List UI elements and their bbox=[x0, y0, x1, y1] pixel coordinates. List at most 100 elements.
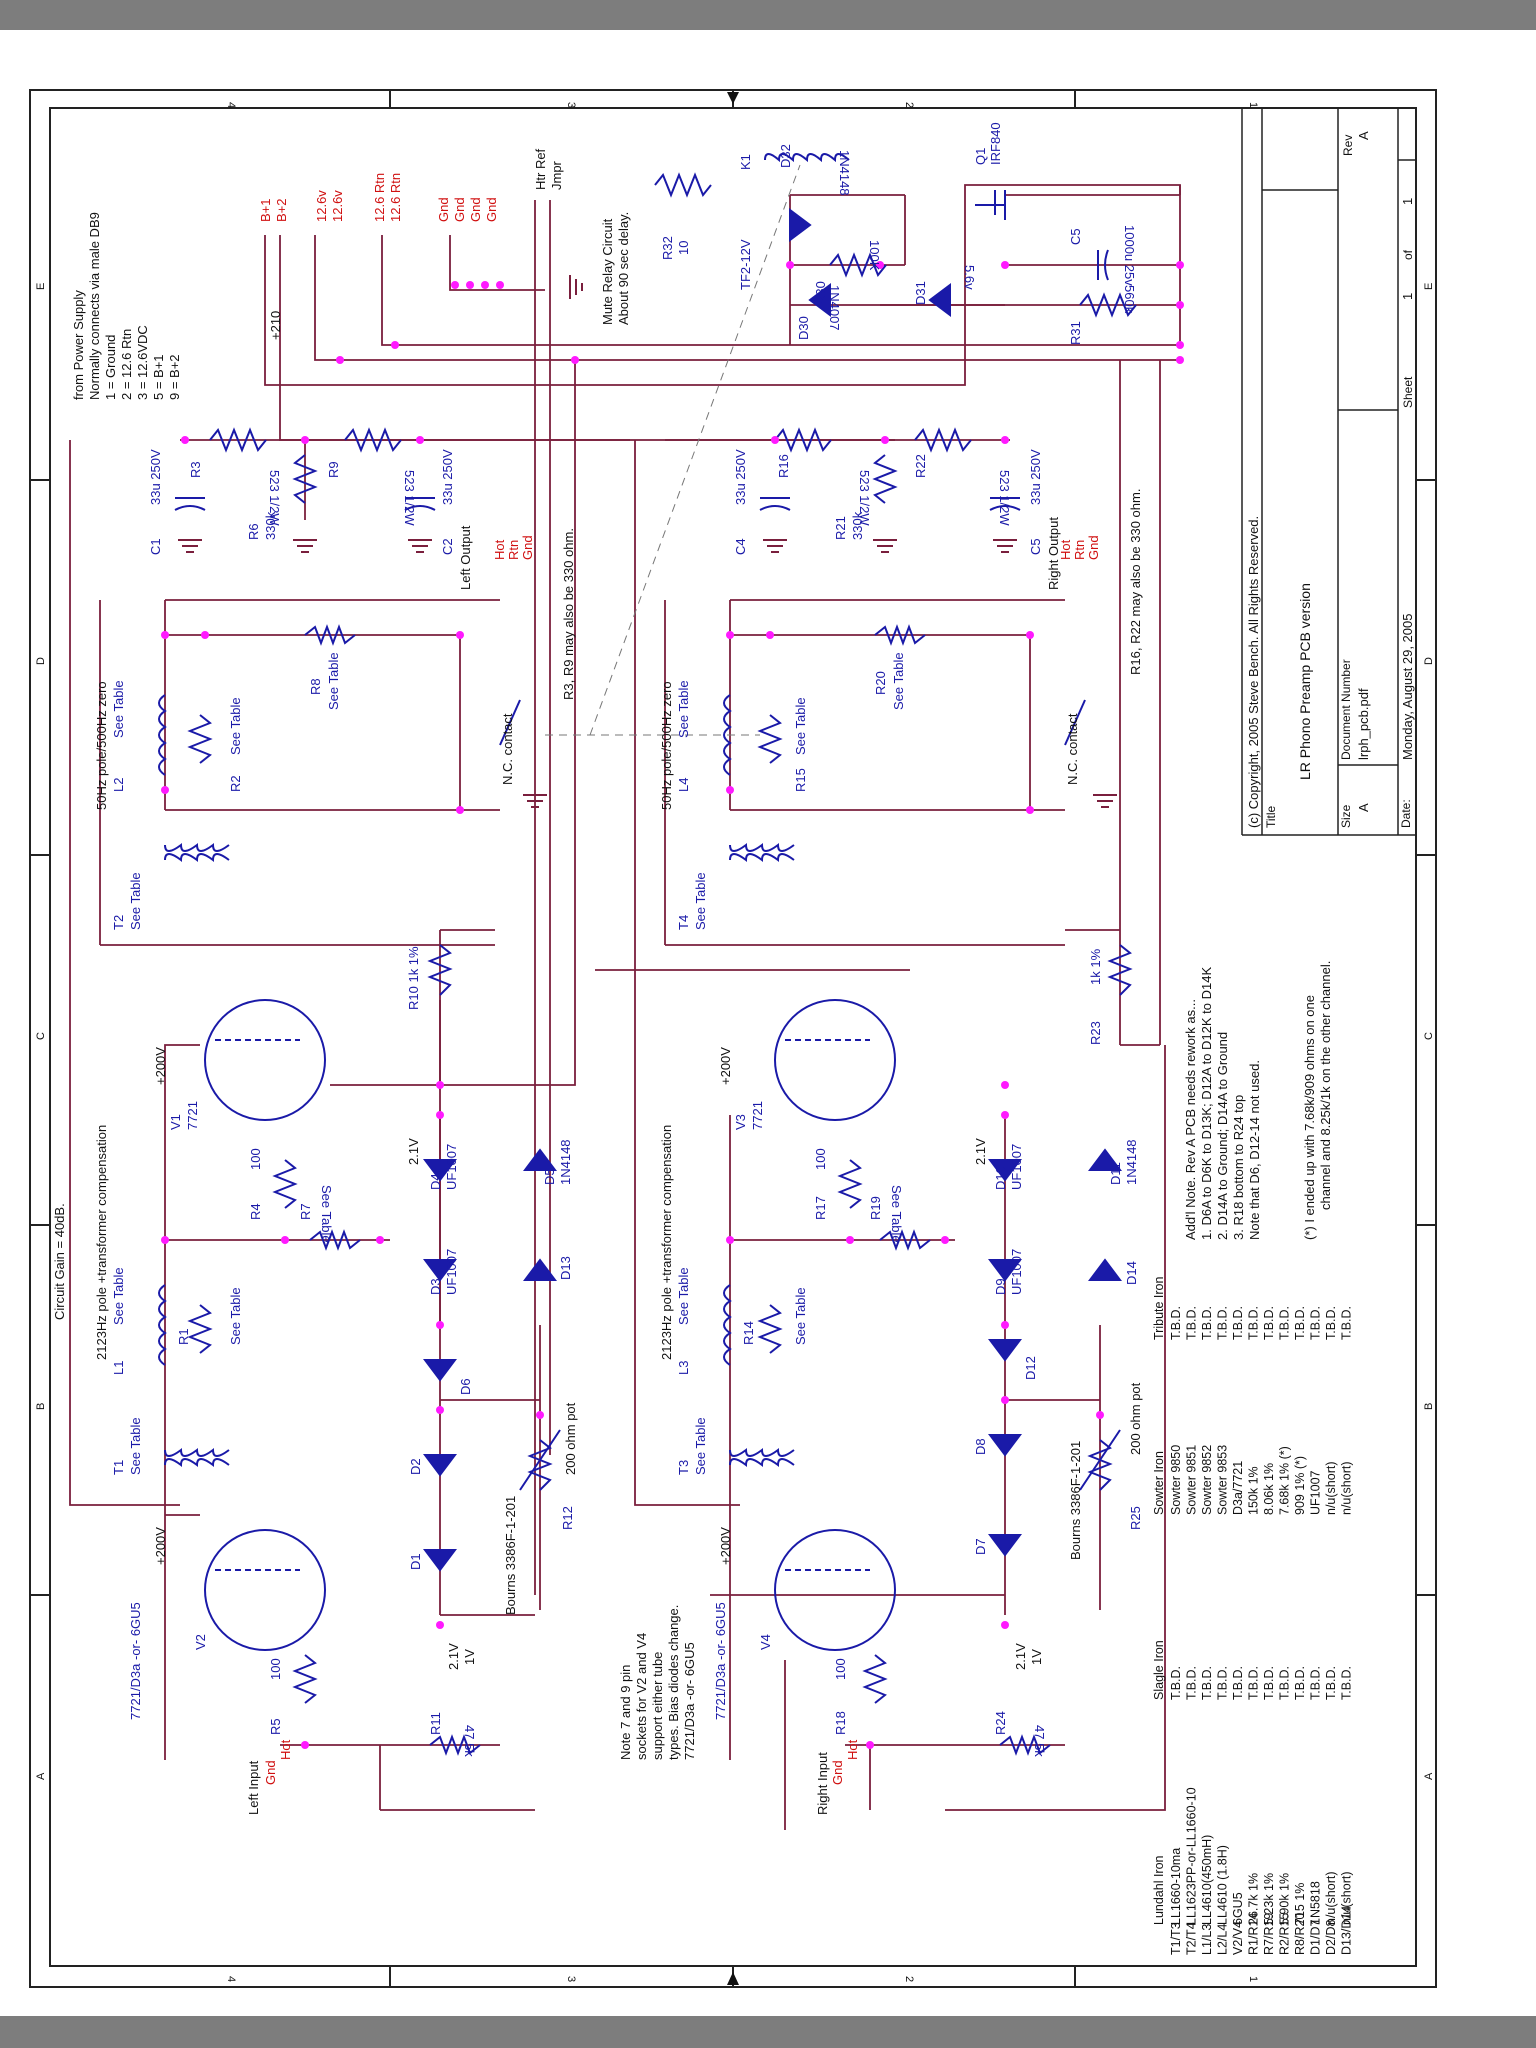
resistor-R7 bbox=[309, 1229, 361, 1251]
capacitor-C5-plate-b bbox=[989, 505, 1021, 511]
value-R3: 523 1/2W bbox=[267, 470, 282, 526]
label-R32: R32 bbox=[660, 236, 675, 260]
socket-note-3: support either tube bbox=[650, 1652, 665, 1760]
label-R18: R18 bbox=[833, 1711, 848, 1735]
title-block: (c) Copyright, 2005 Steve Bench. All Rig… bbox=[1241, 108, 1416, 836]
transformer-T1-primary bbox=[164, 1458, 230, 1467]
label-R2: R2 bbox=[228, 775, 243, 792]
table-cell-r6-c0: R7/R19 bbox=[1262, 1913, 1276, 1955]
table-cell-r2-c0: L1/L3 bbox=[1200, 1924, 1214, 1955]
value-R30: 100K bbox=[867, 240, 882, 271]
label-D12: D12 bbox=[1023, 1356, 1038, 1380]
value-R6: 330k bbox=[263, 511, 278, 540]
table-cell-r9-c4: T.B.D. bbox=[1309, 1306, 1323, 1340]
value-L4: See Table bbox=[676, 680, 691, 738]
htr-ref-label: Htr Ref bbox=[533, 148, 548, 190]
connector-labels: B+1 B+2 12.6v 12.6v 12.6 Rtn 12.6 Rtn Gn… bbox=[258, 173, 1101, 1785]
value-L3: See Table bbox=[676, 1267, 691, 1325]
value-D5: 1N4148 bbox=[558, 1139, 573, 1185]
socket-note-2: sockets for V2 and V4 bbox=[634, 1633, 649, 1760]
diode-D12 bbox=[988, 1339, 1022, 1362]
ground-symbol bbox=[763, 539, 787, 553]
capacitor-C2-plate-b bbox=[404, 505, 436, 511]
socket-note-4: types. Bias diodes change. bbox=[666, 1605, 681, 1760]
left-2123-label: 2123Hz pole +transformer compensation bbox=[94, 1125, 109, 1360]
socket-note-1: Note 7 and 9 pin bbox=[618, 1665, 633, 1760]
label-R24: R24 bbox=[993, 1711, 1008, 1735]
ps-line-7: 9 = B+2 bbox=[167, 354, 182, 400]
ground-symbol bbox=[1093, 794, 1117, 808]
v2-cathode-voltage: 2.1V bbox=[446, 1643, 461, 1670]
label-R8: R8 bbox=[308, 678, 323, 695]
diode-D2 bbox=[423, 1454, 457, 1477]
resistor-R3 bbox=[209, 427, 267, 453]
right-output-label: Right Output bbox=[1046, 517, 1061, 590]
value-R2: See Table bbox=[228, 697, 243, 755]
resistor-R5 bbox=[292, 1654, 318, 1704]
table-header-lundahl: Lundahl Iron bbox=[1152, 1855, 1166, 1925]
value-V2: 7721/D3a -or- 6GU5 bbox=[128, 1602, 143, 1720]
tube-V4 bbox=[774, 1529, 896, 1651]
label-T3: T3 bbox=[676, 1460, 691, 1475]
table-cell-r0-c0: T1/T3 bbox=[1169, 1922, 1183, 1955]
label-R14: R14 bbox=[741, 1321, 756, 1345]
value-R23: 1k 1% bbox=[1088, 948, 1103, 985]
table-cell-r7-c3: 7.68k 1% (*) bbox=[1278, 1446, 1292, 1515]
label-T4: T4 bbox=[676, 915, 691, 930]
table-cell-r6-c1: 5.23k 1% bbox=[1262, 1873, 1276, 1925]
v1-cathode-voltage: 2.1V bbox=[406, 1138, 421, 1165]
label-K1: K1 bbox=[738, 154, 753, 170]
addl-note-4: 3. R18 bottom to R24 top bbox=[1231, 1095, 1246, 1240]
label-R30: R30 bbox=[813, 281, 828, 305]
inductor-L1 bbox=[158, 1284, 167, 1366]
htr-jmpr-label: Jmpr bbox=[549, 160, 564, 190]
document-number: lrph_pcb.pdf bbox=[1356, 688, 1371, 760]
viewer-bottom-bar bbox=[0, 2016, 1536, 2048]
zone-top-2: 2 bbox=[903, 102, 915, 108]
table-cell-r11-c3: n/u(short) bbox=[1340, 1462, 1354, 1516]
label-R1: R1 bbox=[176, 1328, 191, 1345]
value-V4: 7721/D3a -or- 6GU5 bbox=[713, 1602, 728, 1720]
table-cell-r4-c0: V2/V4 bbox=[1231, 1921, 1245, 1955]
table-cell-r1-c4: T.B.D. bbox=[1185, 1306, 1199, 1340]
resistor-R2 bbox=[187, 714, 213, 764]
diode-D7 bbox=[988, 1534, 1022, 1557]
table-cell-r7-c2: T.B.D. bbox=[1278, 1666, 1292, 1700]
table-cell-r0-c4: T.B.D. bbox=[1169, 1306, 1183, 1340]
label-R16: R16 bbox=[776, 454, 791, 478]
label-R6: R6 bbox=[246, 523, 261, 540]
value-C1: 33u 250V bbox=[148, 449, 163, 505]
right-out-gnd: Gnd bbox=[1086, 535, 1101, 560]
date-value: Monday, August 29, 2005 bbox=[1400, 614, 1415, 760]
left-out-rtn: Rtn bbox=[506, 540, 521, 560]
label-L3: L3 bbox=[676, 1361, 691, 1375]
circuit-gain-note: Circuit Gain = 40dB. bbox=[52, 1203, 67, 1320]
value-D30: 1N4007 bbox=[827, 285, 842, 331]
resistor-R21 bbox=[872, 454, 898, 504]
table-cell-r9-c3: UF1007 bbox=[1309, 1470, 1323, 1515]
diode-D4 bbox=[423, 1159, 457, 1182]
mute-relay-1: Mute Relay Circuit bbox=[600, 218, 615, 325]
trimpot-R12 bbox=[527, 1439, 553, 1491]
table-cell-r10-c0: D2/D8 bbox=[1324, 1920, 1338, 1955]
value-R20: See Table bbox=[891, 652, 906, 710]
footnote-2: channel and 8.25k/1k on the other channe… bbox=[1318, 961, 1333, 1210]
resistor-R11 bbox=[429, 1734, 481, 1756]
ps-line-6: 5 = B+1 bbox=[151, 354, 166, 400]
resistor-R14 bbox=[757, 1304, 783, 1354]
size-label: Size bbox=[1339, 804, 1353, 828]
label-D10: D10 bbox=[993, 1166, 1008, 1190]
right-2123-label: 2123Hz pole +transformer compensation bbox=[659, 1125, 674, 1360]
resistor-R31 bbox=[1079, 292, 1137, 318]
diode-D13 bbox=[523, 1258, 557, 1281]
addl-note-1: Add'l Note. Rev A PCB needs rework as... bbox=[1183, 999, 1198, 1240]
diode-D31 bbox=[928, 283, 951, 317]
label-R15: R15 bbox=[793, 768, 808, 792]
value-R19: See Table bbox=[889, 1185, 904, 1243]
table-cell-r2-c4: T.B.D. bbox=[1200, 1306, 1214, 1340]
right-pot-label: 200 ohm pot bbox=[1128, 1382, 1143, 1455]
label-R19: R19 bbox=[868, 1196, 883, 1220]
label-D7: D7 bbox=[973, 1538, 988, 1555]
transformer-T3-primary bbox=[729, 1458, 795, 1467]
diode-D11 bbox=[1088, 1148, 1122, 1171]
